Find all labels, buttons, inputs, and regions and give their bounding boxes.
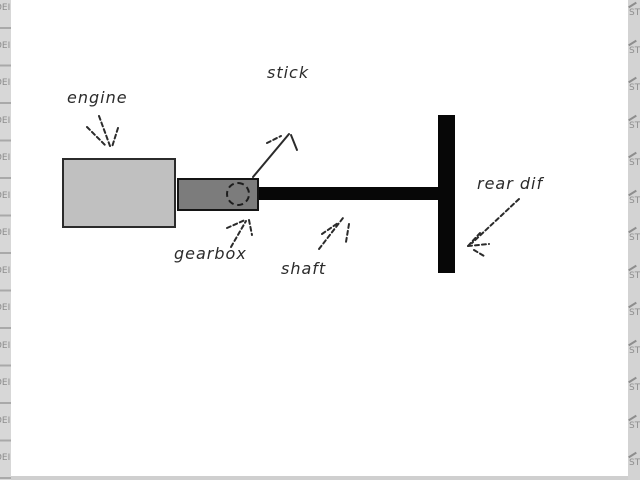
watermark-tile: DEI — [0, 413, 11, 451]
watermark-tile: DEI — [0, 450, 11, 480]
watermark-text: ST — [629, 345, 640, 356]
watermark-text: ST — [629, 458, 640, 468]
watermark-text: DEI — [0, 115, 11, 126]
watermark-text: ST — [629, 158, 640, 168]
watermark-tile: ST — [628, 263, 640, 301]
watermark-tile: ST — [628, 450, 640, 480]
gearbox-label: gearbox — [174, 244, 247, 263]
watermark-text: DEI — [0, 153, 11, 163]
watermark-text: ST — [629, 83, 640, 93]
watermark-text: DEI — [0, 228, 11, 238]
watermark-text: ST — [629, 120, 640, 131]
watermark-tile: DEI — [0, 38, 11, 76]
rear-dif-label: rear dif — [477, 174, 544, 193]
watermark-tile: ST — [628, 75, 640, 113]
watermark-text: DEI — [0, 453, 11, 463]
watermark-text: ST — [629, 233, 640, 243]
watermark-text: DEI — [0, 303, 11, 313]
background-bottom-band — [0, 476, 640, 480]
watermark-text: ST — [629, 45, 640, 56]
watermark-tile: ST — [628, 113, 640, 151]
watermark-tile: ST — [628, 413, 640, 451]
watermark-tile: DEI — [0, 263, 11, 301]
watermark-tile: ST — [628, 150, 640, 188]
watermark-text: ST — [629, 270, 640, 281]
watermark-text: DEI — [0, 3, 11, 13]
watermark-tile: ST — [628, 338, 640, 376]
engine-label: engine — [67, 88, 128, 107]
watermark-text: DEI — [0, 40, 11, 51]
watermark-text: DEI — [0, 378, 11, 388]
watermark-tile: DEI — [0, 300, 11, 338]
watermark-text: ST — [629, 308, 640, 318]
shaft-bar — [259, 187, 439, 200]
watermark-tile: DEI — [0, 338, 11, 376]
watermark-text: ST — [629, 195, 640, 206]
drawing-canvas — [11, 0, 628, 480]
watermark-tile: DEI — [0, 375, 11, 413]
watermark-text: ST — [629, 420, 640, 431]
watermark-tile: ST — [628, 188, 640, 226]
watermark-text: DEI — [0, 190, 11, 201]
watermark-tile: DEI — [0, 0, 11, 38]
watermark-text: DEI — [0, 78, 11, 88]
watermark-tile: DEI — [0, 75, 11, 113]
watermark-text: ST — [629, 383, 640, 393]
watermark-text: DEI — [0, 340, 11, 351]
watermark-text: DEI — [0, 415, 11, 426]
watermark-tile: ST — [628, 225, 640, 263]
watermark-text: ST — [629, 8, 640, 18]
stick-label: stick — [267, 63, 310, 82]
watermark-strip-left: DEI DEI DEI DEI DEI DEI DEI DEI DEI DEI … — [0, 0, 11, 480]
watermark-tile: DEI — [0, 150, 11, 188]
watermark-tile: DEI — [0, 188, 11, 226]
watermark-tile: DEI — [0, 113, 11, 151]
watermark-tile: DEI — [0, 225, 11, 263]
watermark-tile: ST — [628, 38, 640, 76]
watermark-text: DEI — [0, 265, 11, 276]
watermark-strip-right: ST ST ST ST ST ST ST ST ST ST ST ST ST — [628, 0, 640, 480]
shaft-label: shaft — [281, 259, 327, 278]
watermark-tile: ST — [628, 0, 640, 38]
watermark-tile: ST — [628, 375, 640, 413]
stick-joint-circle — [226, 182, 250, 206]
rear-dif-bar — [438, 115, 455, 273]
engine-box — [62, 158, 176, 228]
watermark-tile: ST — [628, 300, 640, 338]
